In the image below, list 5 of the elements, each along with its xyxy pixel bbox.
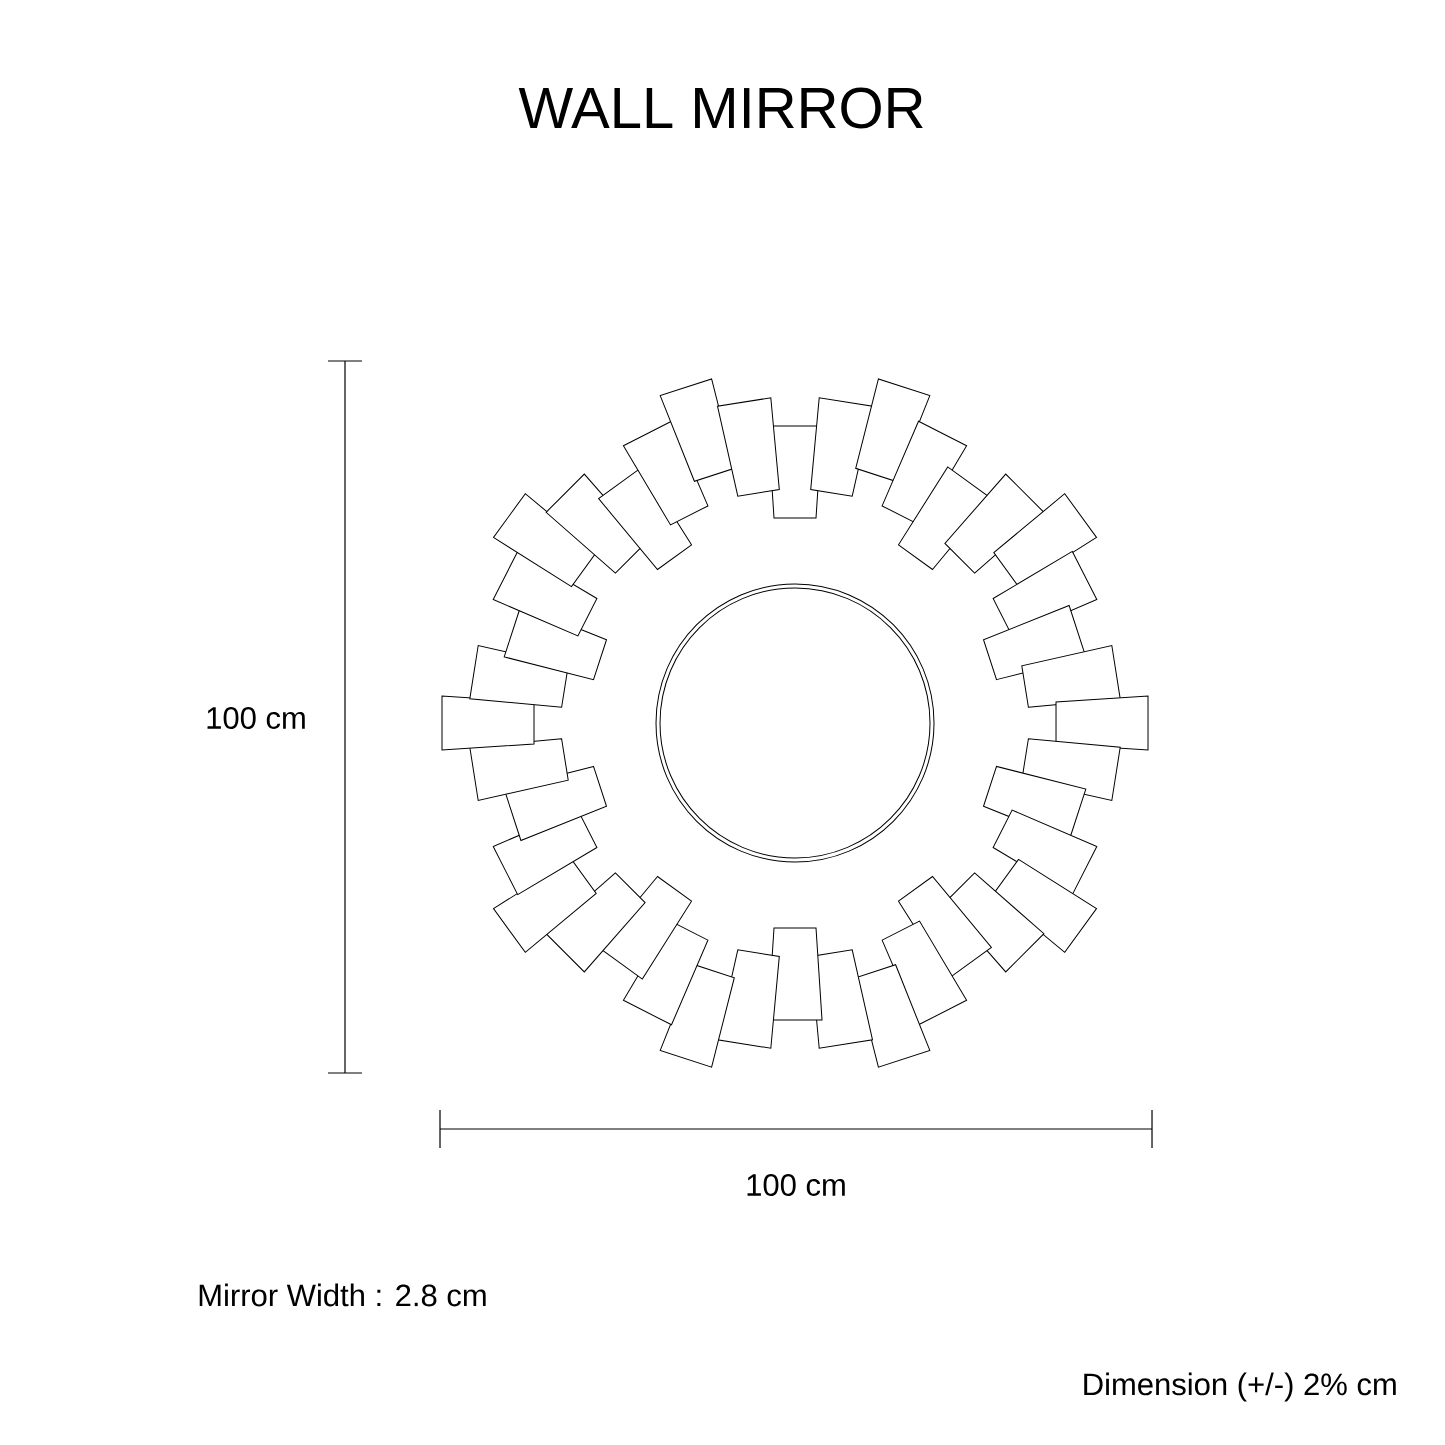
dimension-label: 100 cm — [747, 1174, 845, 1196]
dimension-label: 100 cm — [207, 707, 305, 729]
note-text: Mirror Width : 2.8 cm — [199, 1283, 486, 1307]
title: WALL MIRROR — [518, 87, 923, 129]
note-text: Dimension (+/-) 2% cm — [1084, 1372, 1396, 1402]
